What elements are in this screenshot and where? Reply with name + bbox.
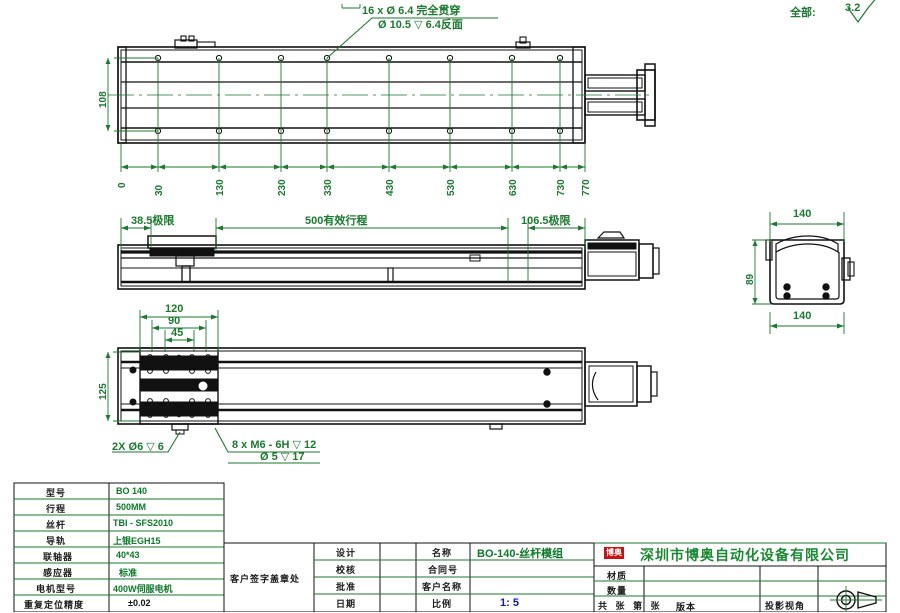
- surface-finish-symbol: [847, 0, 876, 24]
- signature-block-label: 客户签字盖章处: [230, 574, 301, 584]
- thread-callout-line1: 8 x M6 - 6H ▽ 12: [232, 439, 317, 451]
- spec-label-1: 行程: [46, 504, 67, 514]
- bottom-view-holes: [129, 354, 551, 418]
- spec-label-3: 导轨: [46, 536, 67, 546]
- dim-label-90: 90: [168, 315, 181, 327]
- spec-label-6: 电机型号: [36, 584, 77, 594]
- hole-callout-line1: 16 x Ø 6.4 完全贯穿: [362, 5, 461, 17]
- dim-label-140-bottom: 140: [793, 310, 812, 322]
- hole-callout-line2: Ø 10.5 ▽ 6.4反面: [378, 19, 463, 31]
- dim-label-left-limit: 38.5极限: [131, 215, 175, 227]
- info-label-2: 客户名称: [422, 582, 463, 592]
- dim-label-right-limit: 106.5极限: [521, 215, 571, 227]
- spec-value-6: 400W伺服电机: [113, 584, 173, 594]
- surface-finish-value: 3.2: [845, 2, 861, 14]
- spec-label-4: 联轴器: [43, 552, 74, 562]
- hole-callout-leader: [326, 17, 498, 59]
- dimension-lines: [105, 0, 876, 464]
- spec-value-2: TBI - SFS2010: [113, 518, 174, 528]
- approval-label-1: 校核: [336, 565, 357, 575]
- spec-value-1: 500MM: [116, 502, 147, 512]
- info-label-1: 合同号: [428, 565, 459, 575]
- approval-label-0: 设计: [336, 548, 357, 558]
- dim-label-140-top: 140: [793, 208, 812, 220]
- section-view-geometry: [765, 235, 855, 305]
- info-label-0: 名称: [432, 548, 453, 558]
- spec-value-5: 标准: [119, 568, 138, 578]
- bottom-view-geometry: [117, 347, 658, 435]
- title-block-grid: [13, 482, 887, 612]
- front-view-geometry: [117, 231, 660, 290]
- company-name: 深圳市博奥自动化设备有限公司: [640, 547, 850, 563]
- spec-value-4: 40*43: [116, 550, 140, 560]
- dim-label-stroke: 500有效行程: [305, 215, 368, 227]
- dim-label-45: 45: [171, 327, 184, 339]
- info-value-name: BO-140-丝杆模组: [477, 548, 564, 560]
- spec-label-7: 重复定位精度: [24, 600, 85, 610]
- dowel-callout-leader: [112, 431, 181, 453]
- sheet-count-label: 共 张 第 张: [598, 601, 663, 611]
- dowel-callout: 2X Ø6 ▽ 6: [112, 441, 164, 453]
- spec-value-3: 上银EGH15: [113, 536, 161, 546]
- company-logo: 博奥: [604, 547, 624, 559]
- spec-label-0: 型号: [46, 488, 67, 498]
- company-label-material: 材质: [607, 571, 628, 581]
- spec-label-5: 感应器: [43, 568, 74, 578]
- approval-label-2: 批准: [336, 582, 357, 592]
- projection-label: 投影视角: [765, 601, 806, 611]
- spec-label-2: 丝杆: [46, 520, 67, 530]
- info-value-scale: 1: 5: [500, 597, 519, 609]
- spec-value-7: ±0.02: [128, 598, 151, 608]
- approval-label-3: 日期: [336, 599, 357, 609]
- thread-callout-line2: Ø 5 ▽ 17: [260, 451, 305, 463]
- surface-finish-label: 全部:: [790, 7, 816, 19]
- company-label-quantity: 数量: [607, 586, 628, 596]
- spec-value-0: BO 140: [116, 486, 148, 496]
- version-label: 版本: [676, 602, 697, 612]
- info-label-3: 比例: [432, 599, 453, 609]
- company-logo-text: 博奥: [606, 548, 622, 557]
- dim-label-120: 120: [165, 303, 184, 315]
